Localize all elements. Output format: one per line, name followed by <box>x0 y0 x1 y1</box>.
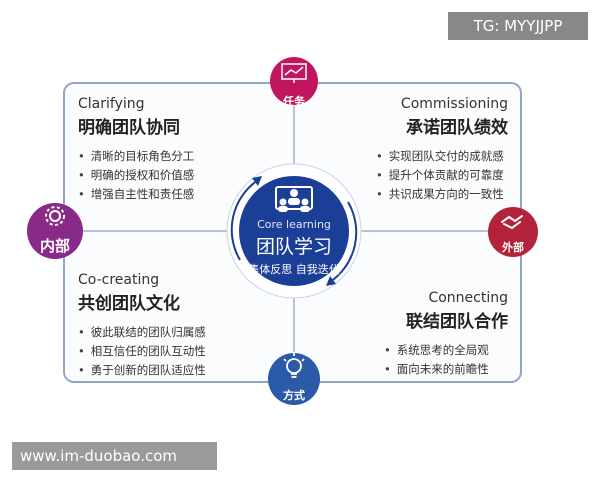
internal-node-circle <box>27 203 83 259</box>
quadrant-title-en: Clarifying <box>78 96 145 112</box>
center-title-en: Core learning <box>257 218 331 231</box>
list-item: 共识成果方向的一致性 <box>376 185 508 204</box>
list-item: 增强自主性和责任感 <box>78 185 195 204</box>
team-people-icon <box>275 186 313 212</box>
list-item: 彼此联结的团队归属感 <box>78 323 206 342</box>
list-item: 提升个体贡献的可靠度 <box>376 166 508 185</box>
quadrant-bullet-list: 实现团队交付的成就感 提升个体贡献的可靠度 共识成果方向的一致性 <box>376 147 508 204</box>
ring-arrow-right-head <box>326 276 336 286</box>
center-subtitle: 集体反思 自我迭代 <box>248 263 340 276</box>
gear-icon <box>45 206 65 226</box>
center-disc <box>239 176 349 286</box>
quadrant-co-creating: Co-creating 共创团队文化 彼此联结的团队归属感 相互信任的团队互动性… <box>78 272 206 380</box>
quadrant-connecting: Connecting 联结团队合作 系统思考的全局观 面向未来的前瞻性 <box>384 290 508 379</box>
quadrant-title-en: Commissioning <box>400 96 508 112</box>
list-item: 实现团队交付的成就感 <box>376 147 508 166</box>
ring-arrow-left-head <box>252 176 262 186</box>
external-node-label: 外部 <box>502 241 524 254</box>
method-node-circle <box>268 353 320 405</box>
list-item: 系统思考的全局观 <box>384 341 508 360</box>
list-item: 面向未来的前瞻性 <box>384 360 508 379</box>
handshake-icon <box>501 215 523 230</box>
quadrant-title-zh: 联结团队合作 <box>406 312 508 332</box>
quadrant-title-en: Connecting <box>428 290 508 306</box>
watermark-site-url: www.im-duobao.com <box>12 442 217 470</box>
light-bulb-icon <box>283 353 305 378</box>
quadrant-title-en: Co-creating <box>78 272 160 288</box>
quadrant-bullet-list: 清晰的目标角色分工 明确的授权和价值感 增强自主性和责任感 <box>78 147 195 204</box>
quadrant-title-zh: 明确团队协同 <box>78 118 180 138</box>
list-item: 清晰的目标角色分工 <box>78 147 195 166</box>
list-item: 明确的授权和价值感 <box>78 166 195 185</box>
list-item: 相互信任的团队互动性 <box>78 342 206 361</box>
center-title-zh: 团队学习 <box>255 236 332 258</box>
internal-node-label: 内部 <box>39 237 70 255</box>
quadrant-title-zh: 共创团队文化 <box>78 294 180 314</box>
quadrant-clarifying: Clarifying 明确团队协同 清晰的目标角色分工 明确的授权和价值感 增强… <box>78 96 194 204</box>
quadrant-commissioning: Commissioning 承诺团队绩效 实现团队交付的成就感 提升个体贡献的可… <box>376 96 508 204</box>
method-node-label: 方式 <box>283 389 305 402</box>
quadrant-title-zh: 承诺团队绩效 <box>406 118 508 138</box>
presentation-board-icon <box>281 63 307 83</box>
task-node-label: 任务 <box>283 95 305 108</box>
quadrant-bullet-list: 系统思考的全局观 面向未来的前瞻性 <box>384 341 508 379</box>
quadrant-bullet-list: 彼此联结的团队归属感 相互信任的团队互动性 勇于创新的团队适应性 <box>78 323 206 380</box>
ring-arrow-right <box>329 201 358 283</box>
ring-arrow-left <box>230 179 259 261</box>
watermark-tg-label: TG: MYYJJPP <box>448 12 588 40</box>
external-node-circle <box>488 207 538 257</box>
list-item: 勇于创新的团队适应性 <box>78 361 206 380</box>
